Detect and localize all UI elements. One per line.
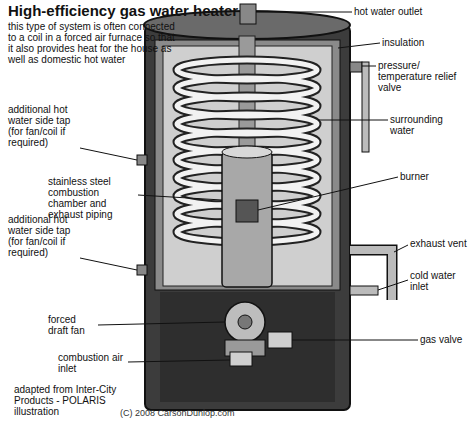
diagram-title: High-efficiency gas water heater [8, 2, 238, 19]
part-label: combustion air inlet [58, 352, 128, 374]
part-label: insulation [382, 37, 462, 48]
part-label: additional hot water side tap (for fan/c… [8, 214, 84, 258]
part-label: hot water outlet [354, 6, 464, 17]
part-label: pressure/ temperature relief valve [378, 60, 468, 93]
note-text: this type of system is often connected t… [8, 21, 178, 65]
part-label: cold water inlet [410, 270, 462, 292]
part-label: burner [400, 171, 460, 182]
credit-note: adapted from Inter-City Products - POLAR… [14, 384, 122, 417]
part-label: stainless steel combustion chamber and e… [48, 176, 140, 220]
part-label: exhaust vent [410, 238, 470, 249]
part-label: forced draft fan [48, 314, 98, 336]
part-label: surrounding water [390, 114, 470, 136]
copyright-note: (C) 2008 CarsonDunlop.com [120, 408, 300, 419]
part-label: gas valve [420, 334, 472, 345]
part-label: additional hot water side tap (for fan/c… [8, 104, 84, 148]
